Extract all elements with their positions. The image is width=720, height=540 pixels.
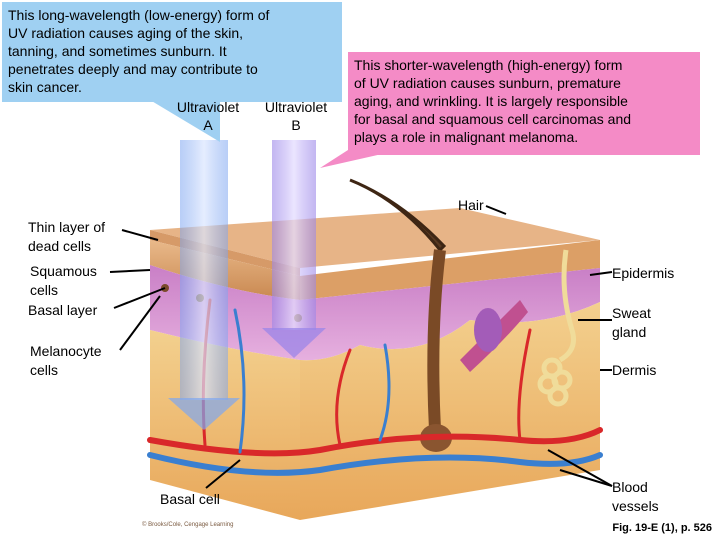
figure-credit: Fig. 19-E (1), p. 526	[612, 522, 712, 534]
uva-label: Ultraviolet A	[176, 99, 240, 133]
dermis-label: Dermis	[612, 362, 657, 378]
blood-vessels-label: Blood vessels	[612, 479, 659, 514]
basal-layer-label: Basal layer	[28, 302, 98, 318]
uva-callout: This long-wavelength (low-energy) form o…	[2, 2, 342, 102]
hair-label: Hair	[458, 197, 484, 213]
blood-vessels	[147, 298, 603, 476]
sweat-gland	[537, 249, 576, 407]
uva-callout-pointer	[150, 100, 220, 142]
arrector-muscle	[460, 300, 528, 372]
epidermis-label: Epidermis	[612, 265, 675, 281]
squamous-cells-label: Squamous cells	[30, 263, 97, 298]
thin-layer-label: Thin layer of dead cells	[28, 219, 106, 254]
uva-ray	[168, 140, 240, 430]
uvb-ray	[262, 140, 326, 358]
sweat-gland-label: Sweat gland	[612, 305, 651, 340]
uvb-callout: This shorter-wavelength (high-energy) fo…	[348, 52, 700, 155]
uvb-label: Ultraviolet B	[264, 99, 328, 133]
leader-lines	[109, 205, 613, 489]
melanocyte-cells-label: Melanocyte cells	[30, 343, 102, 378]
copyright-note: © Brooks/Cole, Cengage Learning	[142, 522, 234, 528]
basal-cell-label: Basal cell	[160, 491, 220, 507]
